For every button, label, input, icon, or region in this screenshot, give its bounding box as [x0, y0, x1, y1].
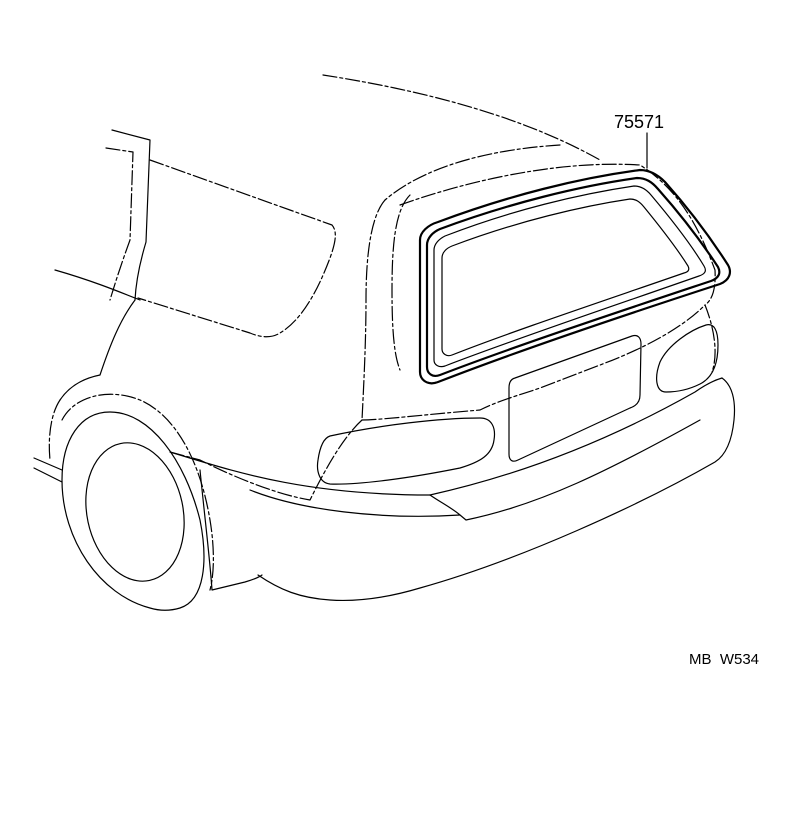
part-number-label: 75571	[614, 112, 664, 132]
rear-bumper-face	[257, 377, 736, 601]
rocker-line	[169, 451, 431, 496]
body-side-lower	[169, 419, 363, 501]
rear-window-seal	[418, 168, 731, 385]
d-pillar-outer	[361, 199, 386, 421]
hatch-outline	[399, 163, 716, 306]
rear-glass	[441, 198, 690, 357]
sill-line-lower	[33, 467, 63, 483]
side-belt-line	[54, 269, 141, 301]
c-pillar	[111, 129, 151, 301]
tire-outer	[61, 411, 205, 611]
wheel-rim	[85, 442, 185, 582]
rear-bumper-top	[429, 377, 723, 496]
c-pillar-inner	[105, 147, 134, 301]
rear-fender-upper	[59, 299, 136, 401]
sill-line-upper	[33, 457, 63, 471]
drawing-code: MB W534	[689, 651, 759, 668]
bumper-step	[429, 419, 701, 521]
mud-flap	[199, 469, 263, 591]
roof-rear-edge	[384, 144, 561, 201]
rear-fender-dash	[48, 399, 61, 461]
wheel-arch	[61, 393, 214, 591]
license-plate-recess	[508, 334, 642, 462]
left-tail-light	[316, 417, 496, 485]
quarter-window	[137, 159, 336, 338]
right-tail-light	[656, 324, 719, 393]
roof-line	[322, 74, 601, 161]
hatch-lower	[361, 304, 716, 421]
bumper-lower-edge	[249, 489, 461, 517]
d-pillar-inner	[391, 194, 411, 371]
